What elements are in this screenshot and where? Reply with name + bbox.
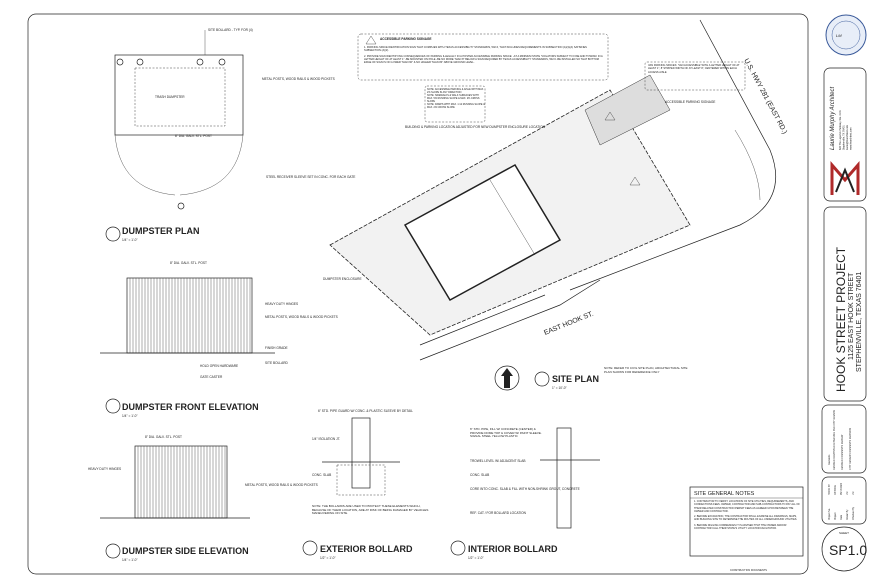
- exterior-bollard: 6" STD. PIPE GUARD W/ CONC. & PLASTIC SL…: [302, 409, 429, 560]
- drawing-label: LM: [846, 492, 849, 495]
- drawing-label: DUMPSTER ENCLOSURE: [323, 277, 362, 281]
- architect-logo-icon: [830, 160, 860, 195]
- drawing-label: Project No.: [828, 508, 831, 520]
- drawing-label: 1/4" ISOLATION JT.: [312, 437, 340, 441]
- north-arrow-icon: [494, 365, 520, 391]
- walk-note: NOTE: ACCESSIBLE PARKING & AISLE WITH MA…: [427, 88, 484, 94]
- drawing-label: Revisions: [828, 454, 831, 465]
- accessible-parking-signage-box: ACCESSIBLE PARKING SIGNAGE 1. PARKING SP…: [357, 33, 609, 81]
- drawing-label: 1/4" = 1'-0": [122, 238, 138, 242]
- drawing-label: Checked By: [852, 506, 855, 520]
- drawing-label: CONC. SLAB: [312, 473, 331, 477]
- building-footprint: [403, 163, 562, 302]
- drawing-label: 820 The Legends Parkway, Ste. 2101: [839, 110, 842, 150]
- note-item: 2. BEFORE EXCAVATION, THE CONTRACTOR SHA…: [694, 515, 798, 522]
- site-general-notes: SITE GENERAL NOTES 1. CONTRACTOR TO VERI…: [689, 486, 804, 557]
- drawing-label: REVISED DUMPSTER & PARKING PER CITY REVI…: [833, 409, 836, 470]
- drawing-label: 1" = 10'-0": [552, 386, 567, 390]
- dumpster-side-elevation: 8" DIA. GALV. STL. POST HEAVY DUTY HINGE…: [88, 435, 318, 562]
- drawing-label: CONC. SLAB: [470, 473, 489, 477]
- drawing-label: SITE PLAN: [552, 374, 599, 384]
- drawing-label: CONSTRUCTION DOCUMENTS: [730, 569, 767, 572]
- walk-note: NOTE: RAMPS WITH MAX. 1:12 RUNNING SLOPE…: [427, 103, 485, 109]
- drawing-label: ACCESSIBLE PARKING SIGNAGE: [380, 37, 431, 41]
- drawing-label: 6" STD. PIPE GUARD W/ CONC. & PLASTIC SL…: [318, 409, 413, 413]
- drawing-label: REF. CAT / FOR BOLLARD LOCATION: [470, 511, 527, 515]
- drawing-label: 1125 EAST HOOK STREET: [848, 272, 855, 360]
- drawing-label: SITE BOLLARD - TYP. FOR (4): [208, 28, 253, 32]
- drawing-label: CITY REVIEW COMMENTS REVISION: [849, 428, 852, 470]
- drawing-label: 8" DIA. GALV. STL. POST: [170, 261, 207, 265]
- note-item: 3. BEFORE DIGGING COMMENCES IT IS ADVISE…: [694, 523, 787, 530]
- drawing-label: Project: [834, 512, 837, 520]
- drawing-label: 8" DIA. GALV. STL. POST: [175, 134, 212, 138]
- sheet-number-badge: [821, 526, 867, 572]
- drawing-label: Laurie Murphy Architect: [830, 87, 836, 150]
- interior-bollard: 6" STD. PIPE, FILL W/ CONCRETE (CENTER) …: [450, 427, 600, 560]
- drawing-label: 05/17/2023: [840, 482, 843, 495]
- drawing-label: TROWEL LEVEL W/ ADJACENT SLAB: [470, 459, 526, 463]
- drawing-label: 1/4" = 1'-0": [122, 558, 138, 562]
- drawing-label: CORE INTO CONC. SLAB & FILL WITH NON-SHR…: [470, 487, 580, 491]
- drawing-label: DUMPSTER SIDE ELEVATION: [122, 546, 249, 556]
- drawing-label: STEPHENVILLE, TEXAS 76401: [856, 272, 863, 372]
- drawing-label: LM: [852, 492, 855, 495]
- signage-item: 2. PROVIDE SIGN IDENTIFYING CONSEQUENCES…: [364, 54, 603, 65]
- drawing-label: HOOK ST: [828, 484, 831, 495]
- drawing-label: TRASH DUMPSTER: [155, 95, 185, 99]
- drawing-label: DUMPSTER PLAN: [122, 226, 200, 236]
- drawing-label: HOLD OPEN HARDWARE: [200, 364, 238, 368]
- drawing-label: 8" DIA. GALV. STL. POST: [145, 435, 182, 439]
- drawing-label: ACCESSIBLE PARKING SIGNAGE: [665, 100, 715, 104]
- interior-pipe-label: 6" STD. PIPE, FILL W/ CONCRETE (CENTER) …: [470, 428, 542, 439]
- drawing-label: Drawn By: [846, 509, 849, 520]
- drawing-label: SITE GENERAL NOTES: [694, 491, 755, 497]
- sheet-number: SP1.0: [829, 542, 867, 558]
- drawing-label: HOOK STREET PROJECT: [834, 246, 848, 392]
- site-plan-note: NOTE: REFER TO CIVIL SITE PLAN, ARCHITEC…: [604, 367, 688, 374]
- svg-text:LM: LM: [836, 33, 842, 38]
- drawing-label: DSTONE: [834, 485, 837, 495]
- drawing-label: FINISH GRADE: [265, 346, 288, 350]
- drawing-label: METAL POSTS, WOOD RAILS & WOOD PICKETS: [262, 77, 335, 81]
- sheet-border: [27, 13, 809, 575]
- drawing-label: BUILDING & PARKING LOCATION ADJUSTED FOR…: [405, 125, 546, 129]
- bollard-note: NOTE: THE BOLLARDS ARE USED TO PROTECT T…: [312, 505, 429, 516]
- drawing-label: METAL POSTS, WOOD RAILS & WOOD PICKETS: [265, 315, 338, 319]
- drawing-label: laurie@lmarchitect.com: [846, 125, 849, 150]
- drawing-label: 1/4" = 1'-0": [122, 414, 138, 418]
- drawing-label: 1/2" = 1'-0": [468, 556, 484, 560]
- drawing-label: STEEL RECEIVER SLEEVE SET IN CONC. FOR E…: [266, 175, 355, 179]
- drawing-label: Stephenville, TX 76401: [843, 125, 846, 150]
- drawing-label: HEAVY DUTY HINGES: [88, 467, 121, 471]
- drawing-label: METAL POSTS, WOOD RAILS & WOOD PICKETS: [245, 483, 318, 487]
- drawing-label: HEAVY DUTY HINGES: [265, 302, 298, 306]
- drawing-label: GATE CASTER: [200, 375, 223, 379]
- drawing-label: REVISED COMMENTS REVIEW: [841, 434, 844, 470]
- drawing-label: SHEET: [839, 531, 849, 535]
- van-note: VAN PARKING SPACES: 'VAN ACCESSIBLE' WIT…: [648, 64, 740, 74]
- drawing-label: 1/2" = 1'-0": [320, 556, 336, 560]
- drawing-label: SITE BOLLARD: [265, 361, 289, 365]
- drawing-label: www.lmarchitect.com: [850, 128, 853, 150]
- drawing-label: DUMPSTER FRONT ELEVATION: [122, 402, 259, 412]
- drawing-label: Date: [840, 514, 843, 520]
- drawing-label: INTERIOR BOLLARD: [468, 544, 558, 554]
- drawing-label: EXTERIOR BOLLARD: [320, 544, 413, 554]
- signage-item: 1. PARKING SPACE IDENTIFICATION SIGN THA…: [364, 46, 587, 53]
- dumpster-plan: TRASH DUMPSTER SITE BOLLARD - TYP. FOR (…: [105, 28, 355, 242]
- title-block: LM Laurie Murphy Architect 820 The Legen…: [821, 14, 867, 572]
- dumpster-front-elevation: 8" DIA. GALV. STL. POST HEAVY DUTY HINGE…: [100, 261, 338, 418]
- note-item: 1. CONTRACTOR TO VERIFY LOCATIONS OF SIT…: [694, 500, 800, 513]
- walk-note: NOTE: SIDEWALKS & WALK SURFACES WITH MAX…: [427, 94, 480, 103]
